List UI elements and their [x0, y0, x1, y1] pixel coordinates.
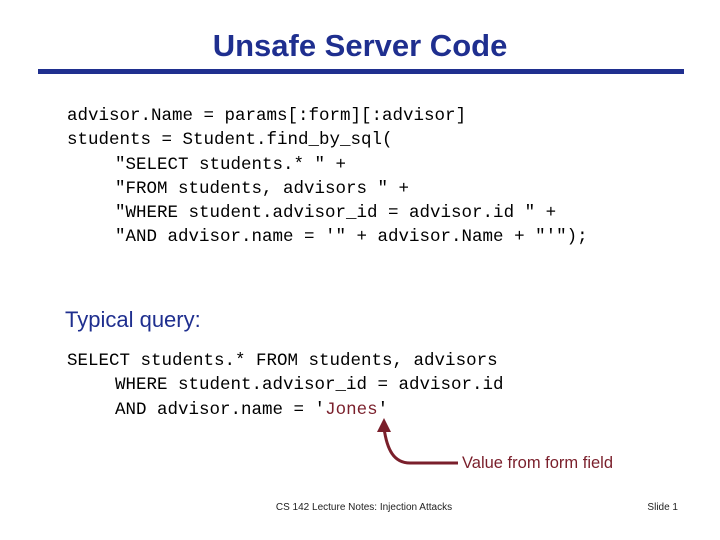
form-value: Jones: [325, 399, 378, 420]
code-line: "FROM students, advisors " +: [115, 178, 410, 199]
server-code-block: advisor.Name = params[:form][:advisor] st…: [67, 104, 588, 250]
footer-course: CS 142 Lecture Notes: Injection Attacks: [275, 502, 453, 513]
code-line: advisor.Name = params[:form][:advisor]: [67, 106, 467, 126]
quote-open: ': [314, 399, 326, 420]
slide-title: Unsafe Server Code: [212, 28, 508, 63]
code-line: "AND advisor.name = '" + advisor.Name + …: [115, 227, 588, 248]
slide-number: Slide 1: [647, 502, 678, 513]
code-line: students = Student.find_by_sql(: [67, 130, 393, 151]
query-line-prefix: AND advisor.name =: [115, 399, 315, 420]
code-line: "WHERE student.advisor_id = advisor.id "…: [115, 203, 557, 224]
code-line: "SELECT students.* " +: [115, 154, 347, 175]
query-line: SELECT students.* FROM students, advisor…: [67, 351, 498, 371]
typical-query-block: SELECT students.* FROM students, advisor…: [67, 349, 504, 422]
callout-arrow-icon: [377, 418, 458, 465]
query-line: WHERE student.advisor_id = advisor.id: [115, 375, 504, 396]
callout-label: Value from form field: [462, 454, 613, 472]
quote-close: ': [377, 399, 389, 420]
query-line: AND advisor.name = 'Jones': [67, 398, 504, 422]
typical-query-label: Typical query:: [65, 307, 201, 332]
title-underline: [38, 69, 684, 74]
